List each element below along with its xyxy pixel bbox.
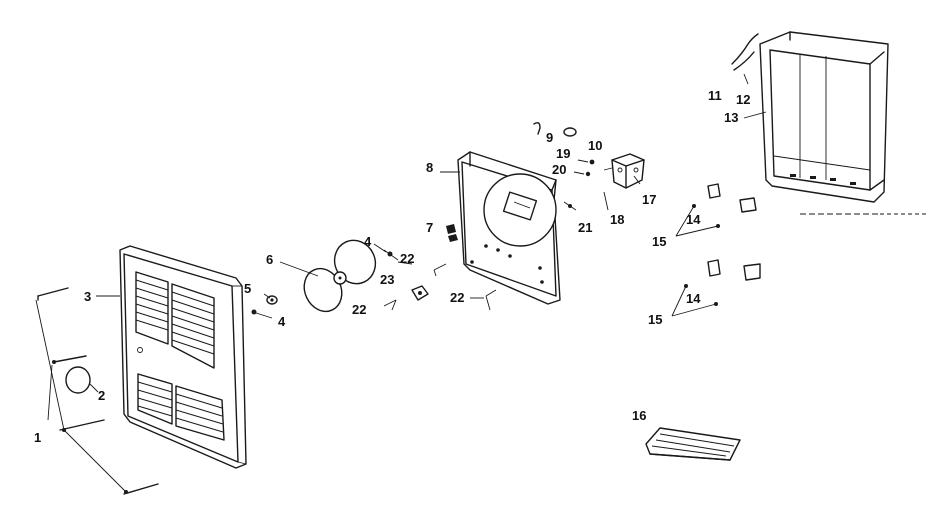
callout-13: 13 [724,110,738,125]
lower-louvers [137,373,225,441]
part-small-hardware [533,121,609,211]
callout-22-lower: 22 [352,302,366,317]
callout-20: 20 [552,162,566,177]
callout-labels: 1 2 3 4 4 5 6 7 8 9 10 11 12 13 14 14 15… [34,88,750,445]
callout-23: 23 [380,272,394,287]
callout-3: 3 [84,289,91,304]
callout-6: 6 [266,252,273,267]
callout-4-upper: 4 [364,234,372,249]
callout-16: 16 [632,408,646,423]
callout-2: 2 [98,388,105,403]
callout-19: 19 [556,146,570,161]
leader-lines [96,111,767,299]
part-knob [65,366,99,394]
callout-9: 9 [546,130,553,145]
callout-21: 21 [578,220,592,235]
part-7-nut [446,224,458,242]
part-heating-element [645,427,741,461]
callout-14-lower: 14 [686,291,701,306]
upper-louvers [135,271,215,369]
callout-8: 8 [426,160,433,175]
callout-15-lower: 15 [648,312,662,327]
callout-15-upper: 15 [652,234,666,249]
part-trim-strips [35,287,159,495]
part-wall-box [731,31,926,215]
part-thermostat [611,153,645,189]
callout-5: 5 [244,281,251,296]
callout-22-right: 22 [450,290,464,305]
part-front-grille [119,245,247,469]
callout-22-upper: 22 [400,251,414,266]
part-screws-and-washer [251,249,399,319]
part-mounting-plate [457,151,561,305]
callout-7: 7 [426,220,433,235]
callout-11: 11 [708,88,722,103]
callout-12: 12 [736,92,750,107]
callout-18: 18 [610,212,624,227]
callout-17: 17 [642,192,656,207]
callout-10: 10 [588,138,602,153]
part-fan-blade [303,239,377,313]
callout-1: 1 [34,430,41,445]
part-misc-small [383,263,497,311]
callout-4-lower: 4 [278,314,286,329]
callout-14-upper: 14 [686,212,701,227]
part-brackets [671,183,761,317]
